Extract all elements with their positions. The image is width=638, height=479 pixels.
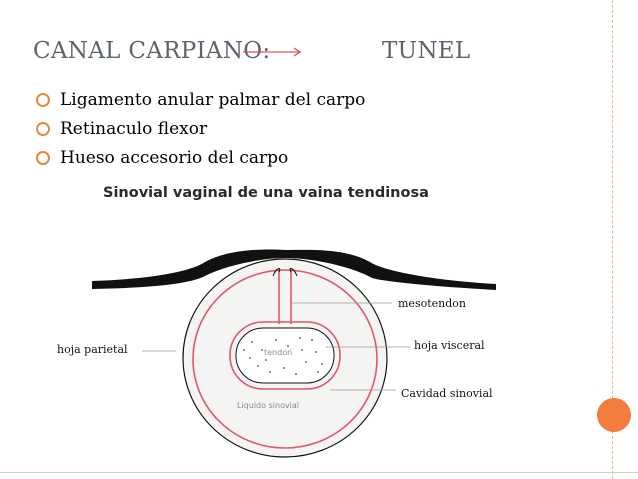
decorative-circle [597,398,631,432]
tendon [235,327,335,384]
mesotendon-edge [272,268,281,277]
frame-divider [0,472,638,473]
slide-title-secondary: TUNEL [382,38,471,64]
hoja-visceral-label: hoja visceral [414,339,485,352]
cavidad-sinovial-label: Cavidad sinovial [401,387,493,400]
ring-bullet-icon [36,93,50,107]
parietal-layer [192,269,378,449]
figure-title: Sinovial vaginal de una vaina tendinosa [103,185,429,201]
slide-rail-line [612,0,614,479]
ring-bullet-icon [36,151,50,165]
visceral-layer [229,321,341,390]
bullet-item: Ligamento anular palmar del carpo [35,89,365,118]
slide-title: CANAL CARPIANO: [33,38,271,64]
hoja-parietal-label: hoja parietal [57,343,128,356]
right-arrow-icon [243,47,302,57]
bullet-item: Retinaculo flexor [35,118,365,147]
tendon-label: tendon [264,348,293,357]
bullet-text: Hueso accesorio del carpo [60,148,289,168]
ring-bullet-icon [36,122,50,136]
bullet-text: Ligamento anular palmar del carpo [60,90,366,110]
bullet-item: Hueso accesorio del carpo [35,147,365,176]
mesotendon-label: mesotendon [398,297,466,310]
mesotendon-edge [289,268,298,277]
bullet-list: Ligamento anular palmar del carpo Retina… [35,89,365,176]
bullet-text: Retinaculo flexor [60,119,208,139]
tendon-fibers [243,337,323,375]
outer-membrane [92,249,496,290]
liquido-label: Liquido sinovial [237,401,300,410]
